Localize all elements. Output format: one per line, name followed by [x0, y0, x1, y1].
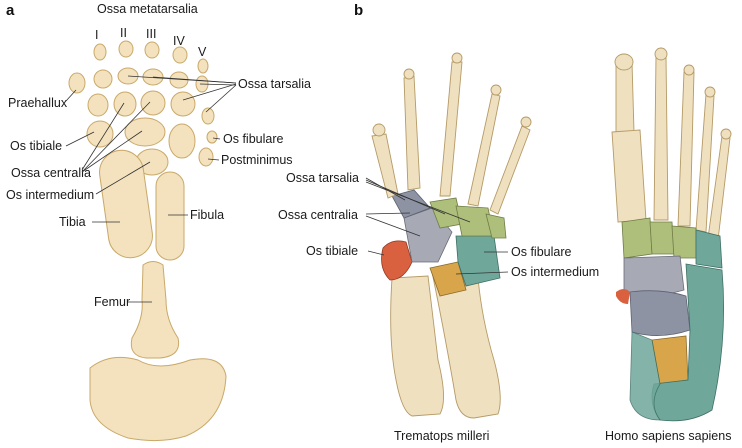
label-fibula: Fibula: [190, 208, 224, 222]
label-os-tibiale: Os tibiale: [10, 139, 62, 153]
panel-a-leader-lines: [65, 75, 237, 303]
caption-homo-sapiens: Homo sapiens sapiens: [605, 429, 731, 443]
label-tibia: Tibia: [59, 215, 86, 229]
b-label-ossa-centralia: Ossa centralia: [278, 208, 358, 222]
b-label-os-tibiale: Os tibiale: [306, 244, 358, 258]
label-digit-3: III: [146, 27, 156, 41]
label-digit-4: IV: [173, 34, 185, 48]
panel-b-leader-lines: [365, 177, 509, 275]
label-postminimus: Postminimus: [221, 153, 293, 167]
label-digit-5: V: [198, 45, 207, 59]
panel-a-skeleton: [68, 40, 227, 442]
panel-b-letter: b: [354, 2, 363, 19]
label-ossa-metatarsalia: Ossa metatarsalia: [97, 2, 198, 16]
b-label-os-intermedium: Os intermedium: [511, 265, 599, 279]
label-os-intermedium: Os intermedium: [6, 188, 94, 202]
label-digit-2: II: [120, 26, 127, 40]
label-ossa-tarsalia: Ossa tarsalia: [238, 77, 311, 91]
label-os-fibulare: Os fibulare: [223, 132, 283, 146]
b-label-ossa-tarsalia: Ossa tarsalia: [286, 171, 359, 185]
homo-sapiens-foot: [611, 47, 732, 422]
label-ossa-centralia: Ossa centralia: [11, 166, 91, 180]
panel-a-letter: a: [6, 2, 15, 19]
label-femur: Femur: [94, 295, 130, 309]
label-praehallux: Praehallux: [8, 96, 68, 110]
b-label-os-fibulare: Os fibulare: [511, 245, 571, 259]
trematops-foot: [371, 52, 532, 419]
caption-trematops: Trematops milleri: [394, 429, 489, 443]
label-digit-1: I: [95, 28, 98, 42]
